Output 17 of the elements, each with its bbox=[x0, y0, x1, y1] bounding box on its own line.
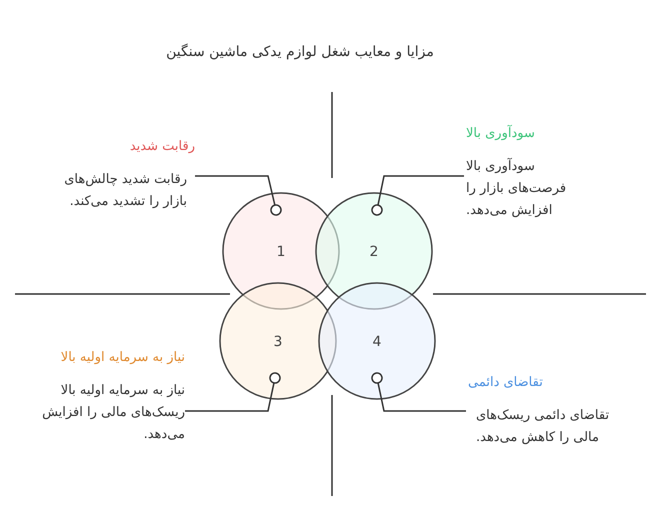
leader-line bbox=[371, 175, 464, 216]
description-text: تقاضای دائمی ریسک‌های مالی را کاهش می‌دهد. bbox=[475, 407, 610, 447]
number-label: 3 bbox=[274, 334, 282, 350]
heading-text: رقابت شدید bbox=[128, 138, 195, 156]
number-label: 4 bbox=[372, 334, 382, 350]
number-label: 1 bbox=[276, 244, 286, 260]
leader-line bbox=[185, 372, 281, 412]
heading-text: تقاضای دائمی bbox=[468, 374, 544, 392]
heading-text: نیاز به سرمایه اولیه بالا bbox=[60, 349, 185, 367]
description-text: سودآوری بالا فرصت‌های بازار را افزایش می‌دهد. bbox=[466, 156, 568, 220]
number-label: 2 bbox=[370, 244, 378, 260]
description-text: نیاز به سرمایه اولیه بالا ریسک‌های مالی را افزایش می‌دهد. bbox=[41, 382, 185, 444]
heading-text: سودآوری بالا bbox=[466, 124, 536, 143]
leader-line bbox=[195, 175, 282, 216]
diagram-title: مزایا و معایب شغل لوازم یدکی ماشین سنگین bbox=[166, 44, 434, 60]
description-text: رقابت شدید چالش‌های بازار را تشدید می‌کند. bbox=[63, 171, 188, 211]
leader-line bbox=[371, 372, 466, 412]
